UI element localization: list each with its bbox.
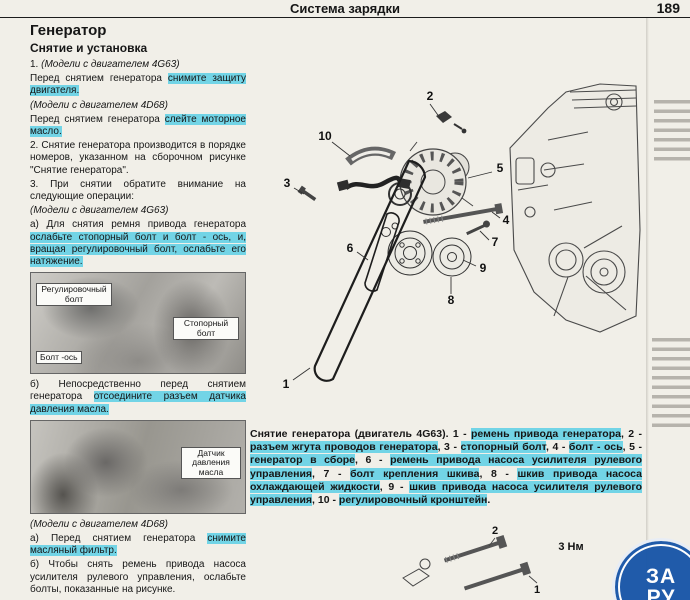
highlighted-text: разъем жгута проводов генератора [250, 441, 438, 454]
harness-connector-drawing [336, 111, 467, 192]
text-run: (Модели с двигателем 4G63) [30, 205, 169, 217]
engine-photo-bolts: Регулировочный болт Стопорный болт Болт … [30, 272, 246, 375]
left-column: Генератор Снятие и установка 1. (Модели … [30, 22, 246, 598]
watermark-text-top: ЗА [645, 565, 677, 588]
text-run: б) Чтобы снять ремень привода насоса уси… [30, 559, 246, 595]
engine-block-drawing [509, 83, 641, 333]
paragraph: 1. (Модели с двигателем 4G63) [30, 59, 246, 71]
part-number-3: 3 [284, 176, 291, 190]
bolt-drawings [402, 534, 538, 591]
text-run: , 7 - [312, 467, 351, 480]
text-run: , 6 - [355, 454, 391, 467]
part-number-6: 6 [347, 241, 354, 255]
highlighted-text: генератор в сборе [250, 454, 356, 467]
exploded-diagram: 2 10 3 5 4 7 9 8 6 1 [283, 83, 641, 391]
generator-belt-drawing [313, 159, 427, 382]
text-run: Перед снятием генератора [30, 113, 165, 125]
adjacent-page-text-top [654, 100, 690, 162]
page-header: Система зарядки 189 [0, 0, 690, 18]
part-number-7: 7 [492, 235, 499, 249]
paragraph: 3. При снятии обратите внимание на следу… [30, 179, 246, 203]
bolt-number-2: 2 [492, 525, 498, 537]
text-run: , 4 - [545, 441, 569, 454]
adjusting-bracket-drawing [345, 146, 397, 166]
highlighted-text: болт - ось [568, 441, 623, 454]
text-run: а) Перед снятием генератора [30, 533, 208, 545]
photo-label-oil-pressure-sensor: Датчик давления масла [181, 446, 241, 480]
highlighted-text: болт крепления шкива [350, 467, 480, 480]
page-number: 189 [656, 0, 680, 16]
text-run: 1. [30, 59, 42, 70]
part-number-9: 9 [480, 261, 487, 275]
paragraph: 2. Снятие генератора производится в поря… [30, 140, 246, 177]
diagram-caption: Снятие генератора (двигатель 4G63). 1 - … [250, 428, 642, 507]
text-run: , 8 - [479, 467, 518, 480]
pivot-bolt-drawing [423, 203, 504, 225]
highlighted-text: ослабьте стопорный болт и болт - ось, и,… [30, 231, 246, 268]
text-run: , 9 - [379, 480, 410, 493]
paragraph: б) Непосредственно перед снятием генерат… [30, 379, 246, 416]
paragraph: а) Перед снятием генератора снимите масл… [30, 533, 246, 557]
text-run: , 10 - [312, 494, 339, 507]
bolt-number-1: 1 [534, 584, 540, 596]
text-run: . [487, 494, 491, 507]
highlighted-text: регулировочный кронштейн [338, 494, 488, 507]
ps-pump-belt-drawing [364, 212, 400, 292]
part-number-5: 5 [497, 161, 504, 175]
paragraph: а) Для снятия ремня привода генератора о… [30, 219, 246, 268]
pulley-bolt-drawing [466, 220, 490, 236]
part-number-2: 2 [427, 89, 434, 103]
part-number-4: 4 [503, 213, 510, 227]
photo-label-lock-bolt: Стопорный болт [173, 317, 239, 341]
section-heading: Генератор [30, 22, 107, 39]
page-title: Система зарядки [290, 1, 400, 16]
paragraph: Перед снятием генератора снимите защиту … [30, 73, 246, 97]
pulleys-drawing [381, 222, 472, 277]
bolt-torque-diagram: 2 1 3 Нм [402, 525, 584, 596]
text-run: (Модели с двигателем 4G63) [41, 59, 180, 70]
paragraph: (Модели с двигателем 4G63) [30, 205, 246, 217]
text-run: (Модели с двигателем 4D68) [30, 99, 168, 111]
photo-label-pivot-bolt: Болт -ось [36, 350, 82, 365]
subsection-heading: Снятие и установка [30, 41, 148, 55]
paragraph: (Модели с двигателем 4D68) [30, 100, 246, 112]
text-run: (Модели с двигателем 4D68) [30, 518, 168, 530]
lock-bolt-drawing [297, 185, 317, 201]
adjacent-page-text-middle [652, 338, 690, 430]
paragraph: б) Чтобы снять ремень привода насоса уси… [30, 559, 246, 596]
highlighted-text: стопорный болт [460, 441, 546, 454]
text-run: 2. Снятие генератора производится в поря… [30, 140, 246, 176]
part-number-1: 1 [283, 377, 290, 391]
leader-lines [292, 103, 501, 381]
text-run: б) Непосредственно перед снятием генерат… [30, 379, 246, 403]
page-fold-shadow [646, 18, 649, 600]
torque-value: 3 Нм [558, 541, 583, 553]
part-number-8: 8 [448, 293, 455, 307]
highlighted-text: ремень привода генератора [471, 428, 621, 440]
text-run: Перед снятием генератора [30, 73, 168, 85]
engine-photo-oil-pressure-sensor: Датчик давления масла [30, 419, 246, 514]
part-number-10: 10 [318, 129, 332, 143]
paragraph: (Модели с двигателем 4D68) [30, 519, 246, 531]
text-run: , 5 - [622, 441, 642, 454]
text-run: , 3 - [437, 441, 461, 454]
paragraph: Перед снятием генератора слейте моторное… [30, 113, 246, 138]
text-run: Снятие генератора (двигатель 4G63). 1 - [250, 428, 472, 440]
watermark-text-bottom: РУ [646, 586, 676, 600]
photo-label-adjust-bolt: Регулировочный болт [36, 283, 112, 307]
text-run: 3. При снятии обратите внимание на следу… [30, 178, 246, 203]
text-run: , 2 - [620, 428, 642, 440]
text-run: а) Для снятия ремня привода генератора [30, 219, 246, 231]
